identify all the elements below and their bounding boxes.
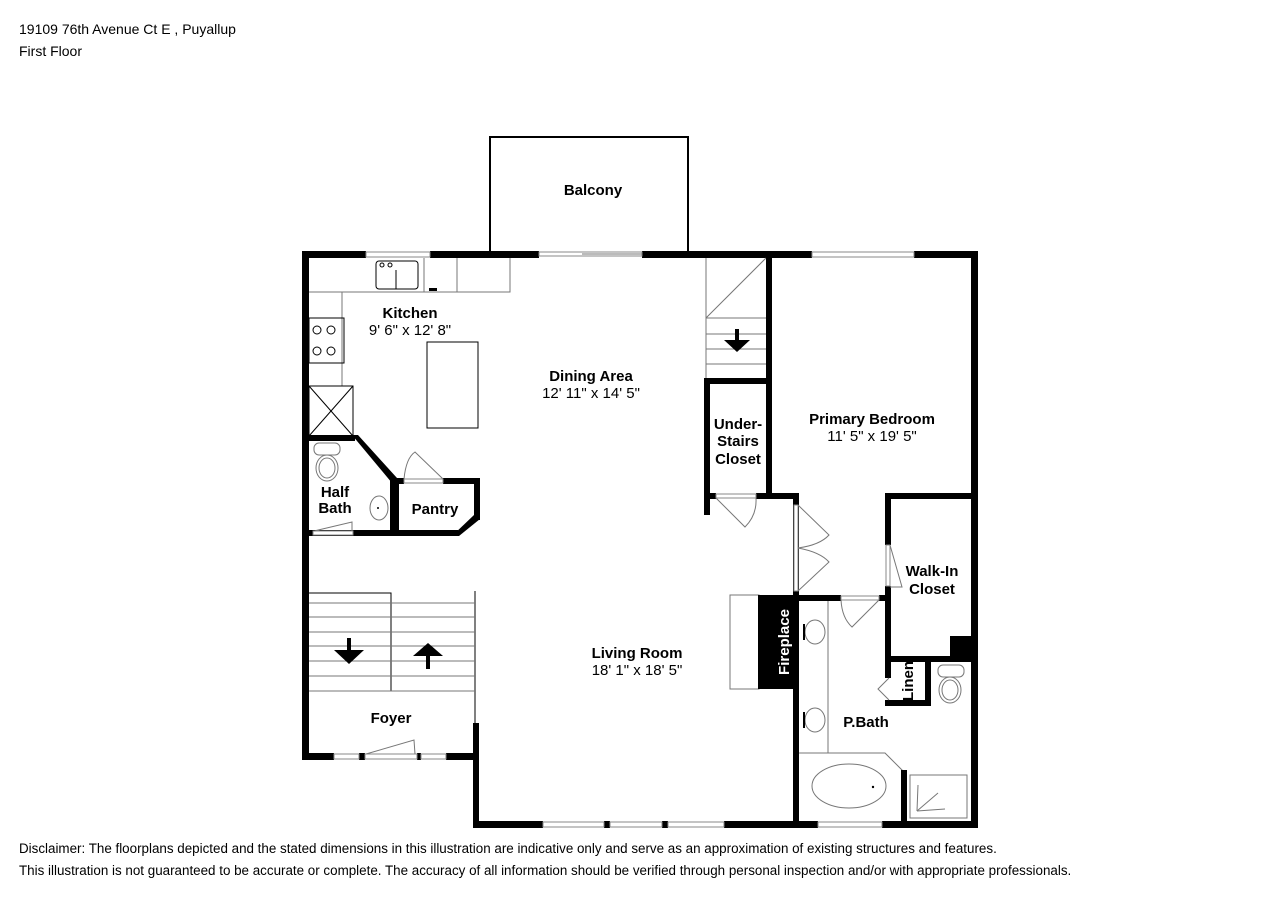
sink-icon: [369, 495, 389, 521]
foyer-stairs: [309, 591, 476, 755]
label-half-bath-1: Half: [321, 484, 350, 501]
label-balcony: Balcony: [564, 182, 623, 199]
upper-stairs: [705, 257, 767, 378]
half-bath-pantry-walls: [302, 435, 480, 536]
label-pbath: P.Bath: [843, 714, 889, 731]
shower-icon: [909, 774, 968, 819]
floor-label: First Floor: [19, 43, 82, 59]
label-pantry: Pantry: [412, 501, 459, 518]
label-kitchen: Kitchen: [382, 305, 437, 322]
label-half-bath-2: Bath: [318, 500, 351, 517]
label-living-room: Living Room: [592, 645, 683, 662]
label-understairs-1: Under-: [714, 416, 762, 433]
toilet-icon: [313, 442, 341, 456]
kitchen-island: [426, 341, 479, 429]
label-linen: Linen: [900, 661, 917, 701]
kitchen-counters: [308, 258, 511, 437]
exterior-walls: [302, 251, 978, 828]
room-labels: Balcony Kitchen 9' 6" x 12' 8" Dining Ar…: [318, 182, 958, 731]
sink-icon: [375, 260, 419, 290]
label-understairs-3: Closet: [715, 451, 761, 468]
sink-icon: [804, 619, 826, 645]
bathtub-icon: [811, 763, 887, 809]
windows: [333, 251, 915, 828]
label-foyer: Foyer: [371, 710, 412, 727]
stairs-down-arrow-icon: [724, 329, 750, 352]
hall-closet-doors: [793, 504, 830, 592]
disclaimer-line-1: Disclaimer: The floorplans depicted and …: [19, 841, 997, 856]
label-walkin-1: Walk-In: [906, 563, 959, 580]
stairs-down-arrow-icon: [334, 638, 364, 664]
stairs-up-arrow-icon: [413, 643, 443, 669]
toilet-icon: [937, 664, 965, 678]
dims-dining-area: 12' 11" x 14' 5": [542, 385, 640, 402]
walkin-walls: [885, 493, 978, 662]
label-understairs-2: Stairs: [717, 433, 759, 450]
disclaimer-line-2: This illustration is not guaranteed to b…: [19, 863, 1072, 878]
label-fireplace: Fireplace: [776, 609, 793, 675]
dims-primary-bedroom: 11' 5" x 19' 5": [827, 428, 917, 445]
sink-icon: [804, 707, 826, 733]
property-address: 19109 76th Avenue Ct E , Puyallup: [19, 21, 236, 37]
dims-living-room: 18' 1" x 18' 5": [592, 662, 683, 679]
primary-bath-fixtures: [799, 601, 968, 822]
stove-icon: [308, 317, 345, 364]
label-dining-area: Dining Area: [549, 368, 633, 385]
label-walkin-2: Closet: [909, 581, 955, 598]
fireplace-area: [729, 594, 891, 828]
dims-kitchen: 9' 6" x 12' 8": [369, 322, 451, 339]
label-primary-bedroom: Primary Bedroom: [809, 411, 935, 428]
